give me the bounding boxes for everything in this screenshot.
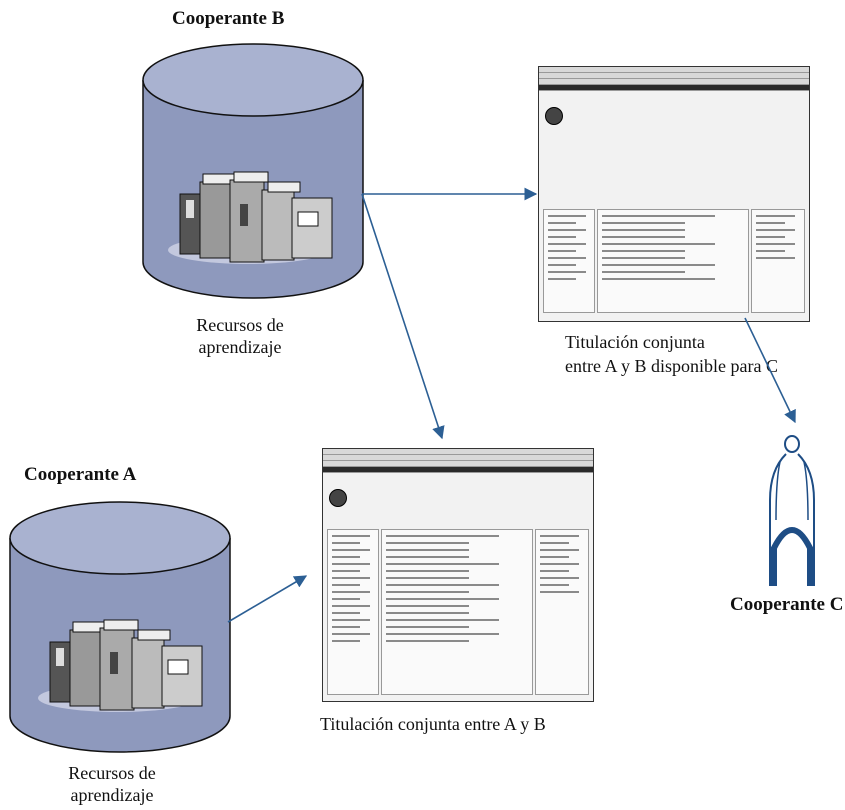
titulacion-ab-caption: Titulación conjunta entre A y B — [320, 714, 546, 734]
connector-arrows — [227, 187, 796, 623]
window-menubar — [323, 455, 593, 461]
left-column — [543, 209, 595, 313]
window-titlebar — [323, 449, 593, 455]
course-logo-icon — [545, 107, 563, 125]
titulacion-ab-screenshot — [322, 448, 594, 702]
recursos-b-caption: Recursos de aprendizaje — [180, 314, 300, 358]
titulacion-bc-screenshot — [538, 66, 810, 322]
course-logo-icon — [329, 489, 347, 507]
window-toolbar — [323, 461, 593, 467]
left-column — [327, 529, 379, 695]
recursos-a-line1: Recursos de — [68, 763, 156, 783]
person-icon — [769, 435, 815, 586]
recursos-b-line2: aprendizaje — [198, 337, 282, 357]
right-column — [751, 209, 805, 313]
right-column — [535, 529, 589, 695]
cooperante-b-label: Cooperante B — [172, 8, 285, 29]
center-column — [381, 529, 533, 695]
recursos-b-line1: Recursos de — [196, 315, 284, 335]
titulacion-bc-caption: Titulación conjunta entre A y B disponib… — [565, 330, 778, 378]
cooperante-c-label: Cooperante C — [730, 594, 844, 615]
recursos-a-caption: Recursos de aprendizaje — [52, 762, 172, 806]
recursos-a-line2: aprendizaje — [70, 785, 154, 805]
titulacion-bc-line1: Titulación conjunta — [565, 332, 705, 352]
window-toolbar — [539, 79, 809, 85]
center-column — [597, 209, 749, 313]
arrow-bc-to-c — [744, 317, 796, 424]
arrow-b-to-ab — [361, 193, 445, 440]
window-addressbar — [539, 85, 809, 91]
titulacion-bc-line2: entre A y B disponible para C — [565, 356, 778, 376]
window-menubar — [539, 73, 809, 79]
books-icon — [38, 619, 203, 712]
window-titlebar — [539, 67, 809, 73]
window-addressbar — [323, 467, 593, 473]
books-icon — [168, 171, 333, 264]
arrow-a-to-ab — [227, 575, 308, 623]
cooperante-a-label: Cooperante A — [24, 464, 137, 485]
